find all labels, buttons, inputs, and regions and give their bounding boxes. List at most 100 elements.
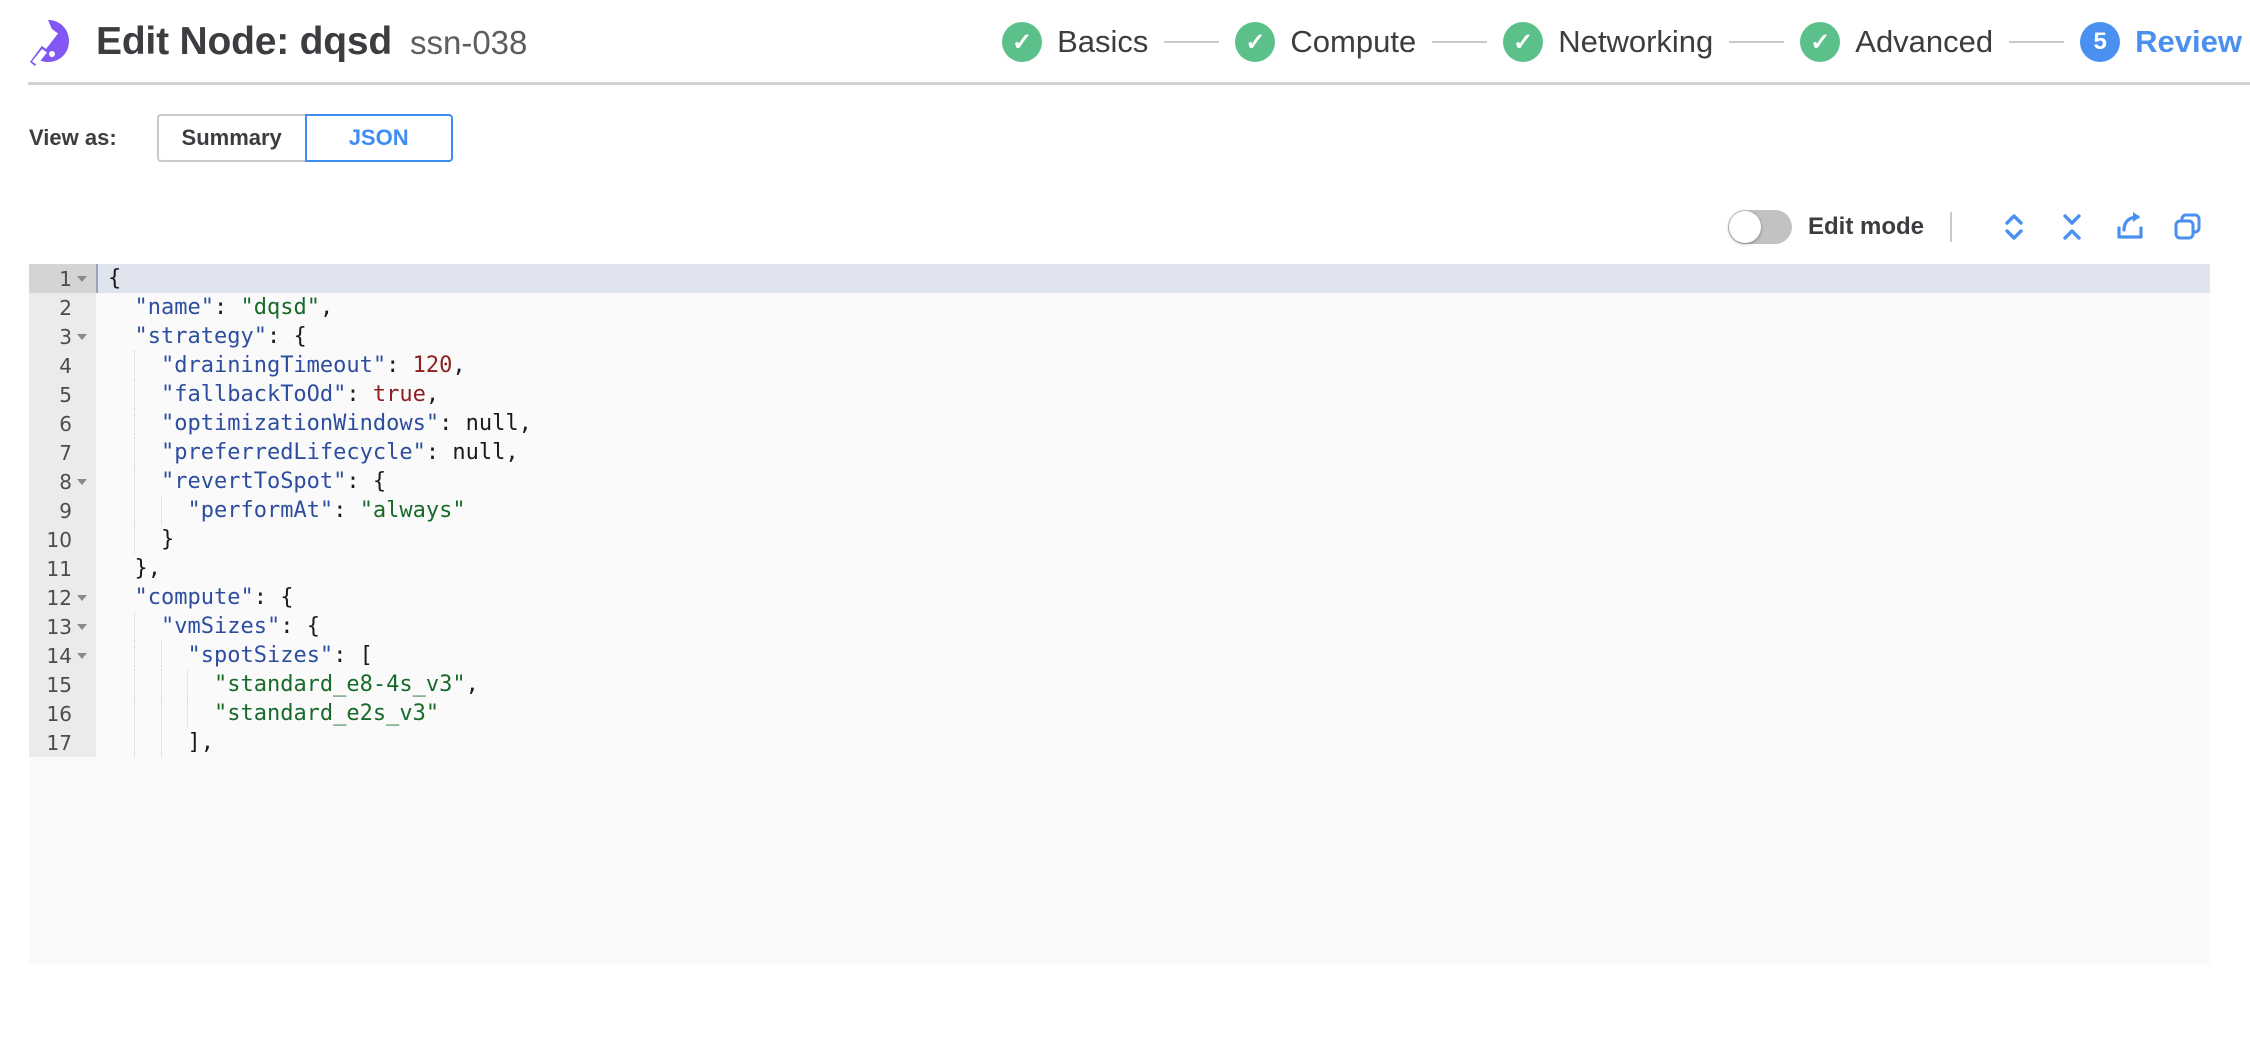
- code-line[interactable]: 10 }: [29, 525, 2210, 554]
- code-line[interactable]: 1{: [29, 264, 2210, 293]
- code-line[interactable]: 16 "standard_e2s_v3": [29, 699, 2210, 728]
- line-number: 17: [46, 730, 72, 755]
- indent-guide: [134, 525, 136, 554]
- indent-guide: [134, 467, 136, 496]
- indent-guide: [134, 699, 136, 728]
- line-gutter: 11: [29, 554, 96, 583]
- code-line[interactable]: 11 },: [29, 554, 2210, 583]
- wizard-stepper: ✓ Basics ✓ Compute ✓ Networking ✓ Advanc…: [984, 22, 2242, 62]
- code-line-text: "vmSizes": {: [160, 614, 320, 639]
- code-line-text: "standard_e8-4s_v3",: [213, 672, 479, 697]
- code-line-text: "revertToSpot": {: [160, 469, 387, 494]
- indent-guide: [134, 409, 136, 438]
- line-gutter: 16: [29, 699, 96, 728]
- collapse-all-button[interactable]: [2050, 207, 2094, 247]
- indent-guide: [160, 670, 163, 699]
- step-advanced-badge: ✓: [1800, 22, 1841, 62]
- line-gutter: 10: [29, 525, 96, 554]
- step-compute-label: Compute: [1290, 24, 1417, 59]
- step-review-badge: 5: [2080, 22, 2121, 62]
- code-line[interactable]: 2 "name": "dqsd",: [29, 293, 2210, 322]
- expand-all-button[interactable]: [1992, 207, 2036, 247]
- indent-guide: [134, 496, 136, 525]
- line-gutter: 1: [29, 264, 96, 293]
- export-button[interactable]: [2108, 207, 2152, 247]
- code-line-text: "drainingTimeout": 120,: [160, 353, 466, 378]
- indent-guide: [134, 438, 136, 467]
- page-header: Edit Node: dqsd ssn-038 ✓ Basics ✓ Compu…: [0, 0, 2250, 97]
- code-line[interactable]: 13 "vmSizes": {: [29, 612, 2210, 641]
- indent-guide: [160, 641, 163, 670]
- fold-toggle-icon[interactable]: [74, 275, 90, 282]
- step-networking[interactable]: ✓ Networking: [1503, 22, 1713, 62]
- step-review-label: Review: [2135, 24, 2242, 59]
- step-connector: [1729, 41, 1785, 43]
- indent-guide: [134, 670, 136, 699]
- line-gutter: 17: [29, 728, 96, 757]
- collapse-all-icon: [2058, 210, 2086, 244]
- line-gutter: 14: [29, 641, 96, 670]
- line-gutter: 3: [29, 322, 96, 351]
- code-line-text: ],: [108, 730, 214, 755]
- code-line[interactable]: 9 "performAt": "always": [29, 496, 2210, 525]
- step-networking-badge: ✓: [1503, 22, 1544, 62]
- line-gutter: 7: [29, 438, 96, 467]
- view-as-row: View as: Summary JSON: [0, 114, 2250, 162]
- code-line[interactable]: 3 "strategy": {: [29, 322, 2210, 351]
- step-connector: [1432, 41, 1488, 43]
- line-number: 5: [59, 382, 72, 407]
- step-basics[interactable]: ✓ Basics: [1002, 22, 1148, 62]
- line-number: 9: [59, 498, 72, 523]
- indent-guide: [134, 728, 136, 757]
- toggle-knob: [1728, 211, 1761, 243]
- step-connector: [1164, 41, 1220, 43]
- code-line[interactable]: 5 "fallbackToOd": true,: [29, 380, 2210, 409]
- fold-toggle-icon[interactable]: [74, 623, 90, 630]
- code-line[interactable]: 4 "drainingTimeout": 120,: [29, 351, 2210, 380]
- code-line-text: },: [108, 556, 161, 581]
- code-line[interactable]: 6 "optimizationWindows": null,: [29, 409, 2210, 438]
- fold-toggle-icon[interactable]: [74, 478, 90, 485]
- code-line[interactable]: 17 ],: [29, 728, 2210, 757]
- line-gutter: 12: [29, 583, 96, 612]
- view-as-segmented-control: Summary JSON: [156, 114, 453, 162]
- code-line-text: "name": "dqsd",: [134, 295, 334, 320]
- step-advanced[interactable]: ✓ Advanced: [1800, 22, 1993, 62]
- edit-mode-toggle[interactable]: [1727, 210, 1792, 244]
- fold-toggle-icon[interactable]: [74, 652, 90, 659]
- code-line[interactable]: 15 "standard_e8-4s_v3",: [29, 670, 2210, 699]
- step-basics-badge: ✓: [1002, 22, 1043, 62]
- fold-toggle-icon[interactable]: [74, 333, 90, 340]
- line-gutter: 2: [29, 293, 96, 322]
- indent-guide: [160, 699, 163, 728]
- copy-button[interactable]: [2166, 207, 2210, 247]
- code-line[interactable]: 12 "compute": {: [29, 583, 2210, 612]
- expand-all-icon: [2000, 210, 2028, 244]
- line-gutter: 6: [29, 409, 96, 438]
- step-compute[interactable]: ✓ Compute: [1235, 22, 1416, 62]
- line-gutter: 15: [29, 670, 96, 699]
- code-line[interactable]: 7 "preferredLifecycle": null,: [29, 438, 2210, 467]
- line-number: 13: [46, 614, 72, 639]
- page-subtitle: ssn-038: [409, 24, 528, 61]
- indent-guide: [160, 728, 163, 757]
- indent-guide: [187, 670, 189, 699]
- view-as-summary-button[interactable]: Summary: [156, 114, 305, 162]
- step-review[interactable]: 5 Review: [2080, 22, 2242, 62]
- line-number: 1: [59, 266, 72, 291]
- line-number: 12: [46, 585, 72, 610]
- page-title: Edit Node: dqsd: [96, 20, 392, 63]
- line-number: 6: [59, 411, 72, 436]
- line-number: 14: [46, 643, 72, 668]
- code-line-text: {: [96, 264, 121, 293]
- editor-toolbar: Edit mode: [0, 204, 2250, 250]
- view-as-json-button[interactable]: JSON: [304, 114, 453, 162]
- code-line[interactable]: 14 "spotSizes": [: [29, 641, 2210, 670]
- indent-guide: [134, 351, 136, 380]
- indent-guide: [134, 641, 136, 670]
- fold-toggle-icon[interactable]: [74, 594, 90, 601]
- code-line[interactable]: 8 "revertToSpot": {: [29, 467, 2210, 496]
- json-code-editor[interactable]: 1{2 "name": "dqsd",3 "strategy": {4 "dra…: [29, 264, 2210, 964]
- step-advanced-label: Advanced: [1855, 24, 1994, 59]
- line-gutter: 5: [29, 380, 96, 409]
